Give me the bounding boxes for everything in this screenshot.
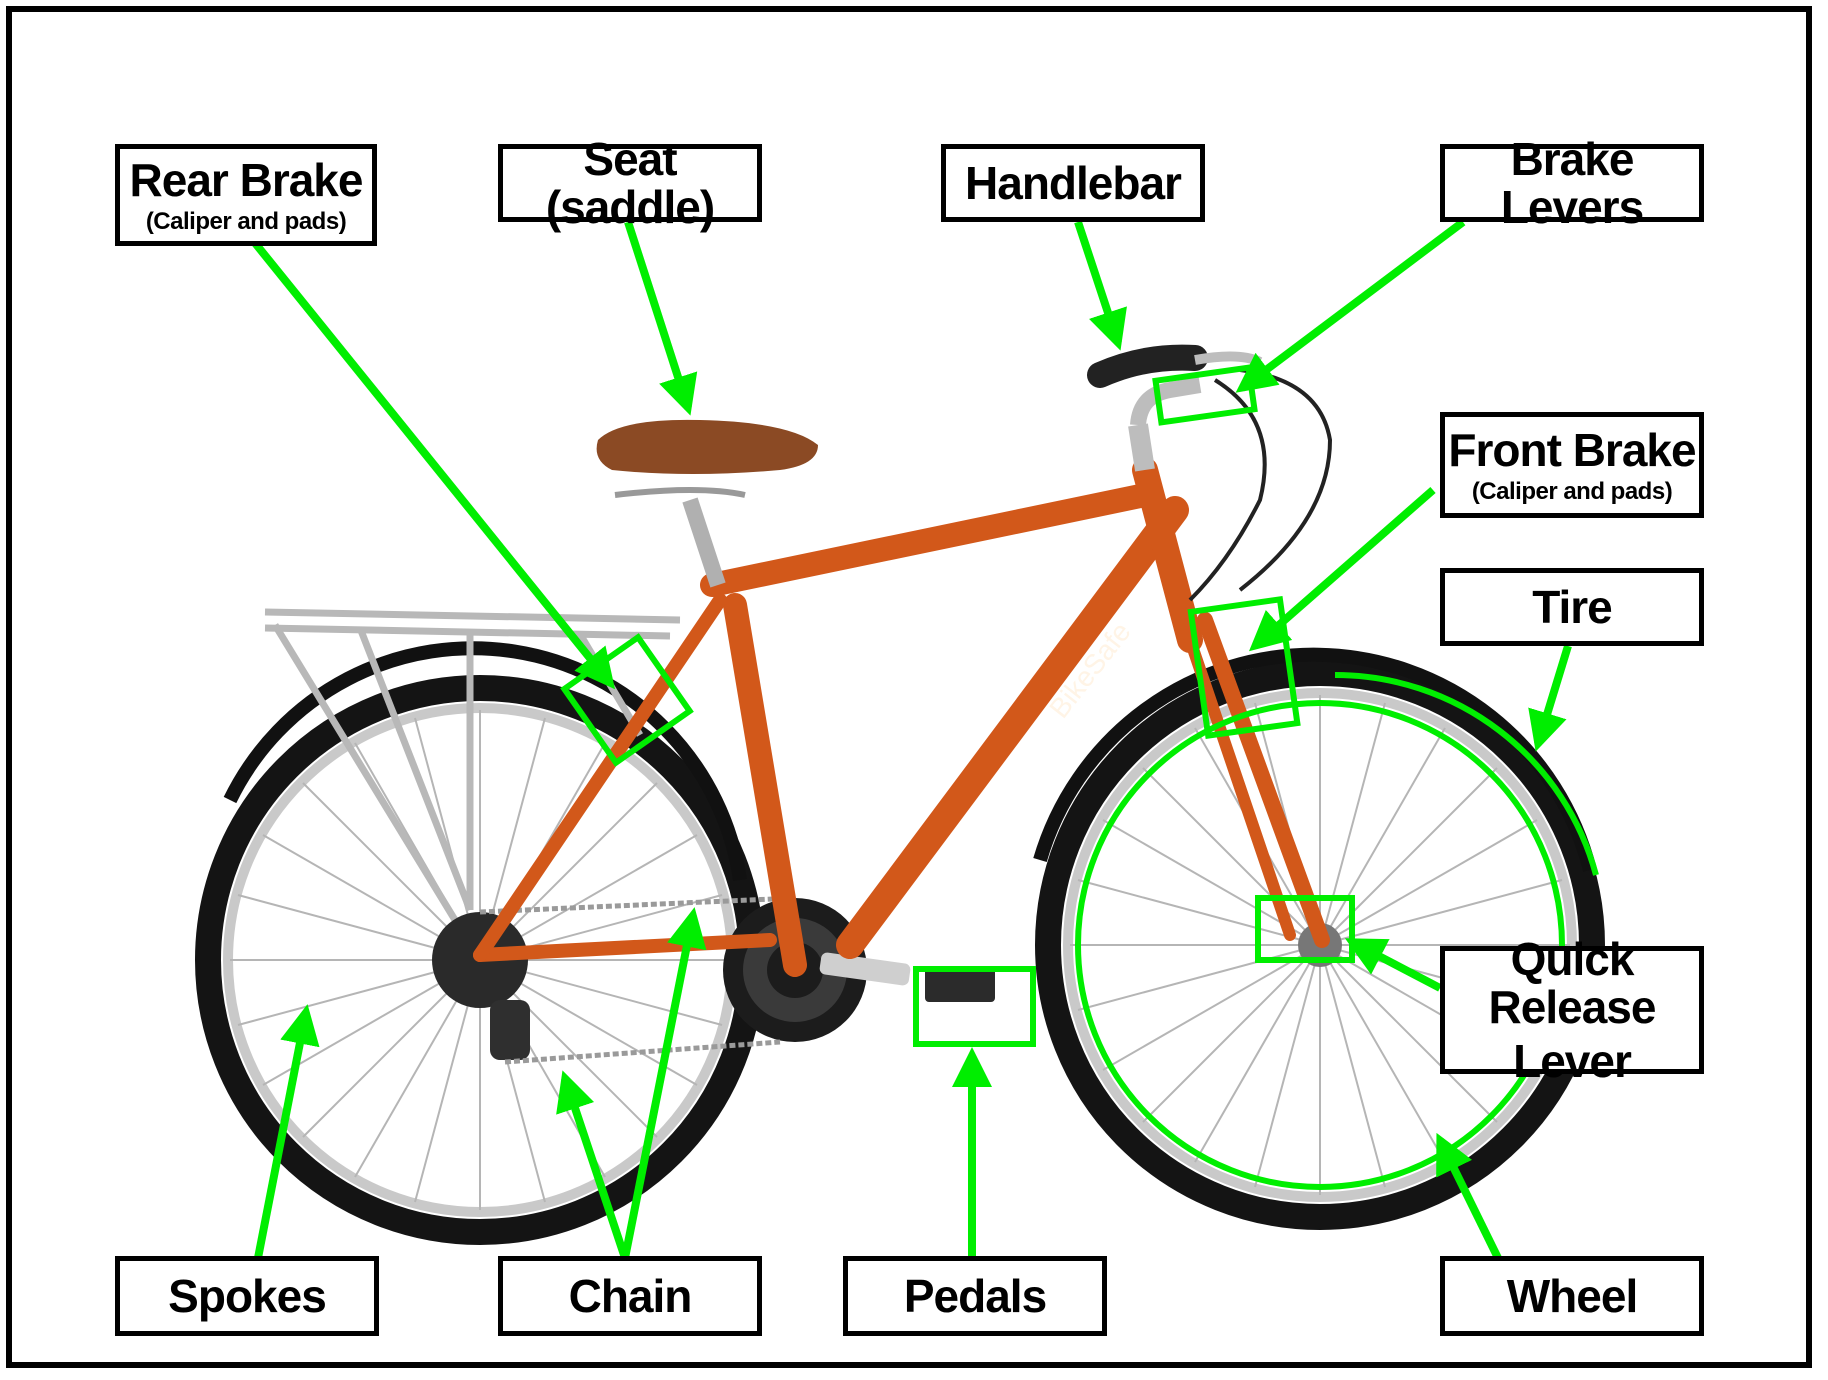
quick-release-title-line1: Quick Release (1445, 935, 1699, 1032)
spokes-label: Spokes (115, 1256, 379, 1336)
wheel-title: Wheel (1507, 1272, 1637, 1320)
chain-arrow-upper (625, 915, 693, 1258)
front-brake-title: Front Brake (1448, 426, 1695, 474)
spokes-title: Spokes (168, 1272, 326, 1320)
brake-levers-title: Brake Levers (1445, 135, 1699, 232)
handlebar-title: Handlebar (965, 159, 1181, 207)
chain-label: Chain (498, 1256, 762, 1336)
quick-release-title-line2: Lever (1513, 1037, 1631, 1085)
brake-levers-arrow (1242, 222, 1463, 388)
tire-title: Tire (1532, 583, 1612, 631)
front-brake-arrow (1255, 490, 1433, 646)
front-brake-label: Front Brake (Caliper and pads) (1440, 412, 1704, 518)
seat-title: Seat (saddle) (503, 135, 757, 232)
rear-brake-label: Rear Brake (Caliper and pads) (115, 144, 377, 246)
pedals-title: Pedals (904, 1272, 1046, 1320)
callout-arrows (255, 222, 1568, 1258)
quick-release-label: Quick Release Lever (1440, 946, 1704, 1074)
quick-release-arrow (1352, 942, 1440, 988)
tire-arrow (1538, 646, 1568, 744)
handlebar-label: Handlebar (941, 144, 1205, 222)
pedals-label: Pedals (843, 1256, 1107, 1336)
rear-brake-title: Rear Brake (130, 156, 363, 204)
rear-brake-subtitle: (Caliper and pads) (146, 209, 346, 234)
chain-title: Chain (569, 1272, 692, 1320)
seat-label: Seat (saddle) (498, 144, 762, 222)
brake-levers-label: Brake Levers (1440, 144, 1704, 222)
tire-label: Tire (1440, 568, 1704, 646)
handlebar-arrow (1078, 222, 1118, 343)
rear-rack (265, 612, 680, 920)
wheel-label: Wheel (1440, 1256, 1704, 1336)
front-brake-subtitle: (Caliper and pads) (1472, 479, 1672, 504)
seat-arrow (628, 222, 688, 408)
